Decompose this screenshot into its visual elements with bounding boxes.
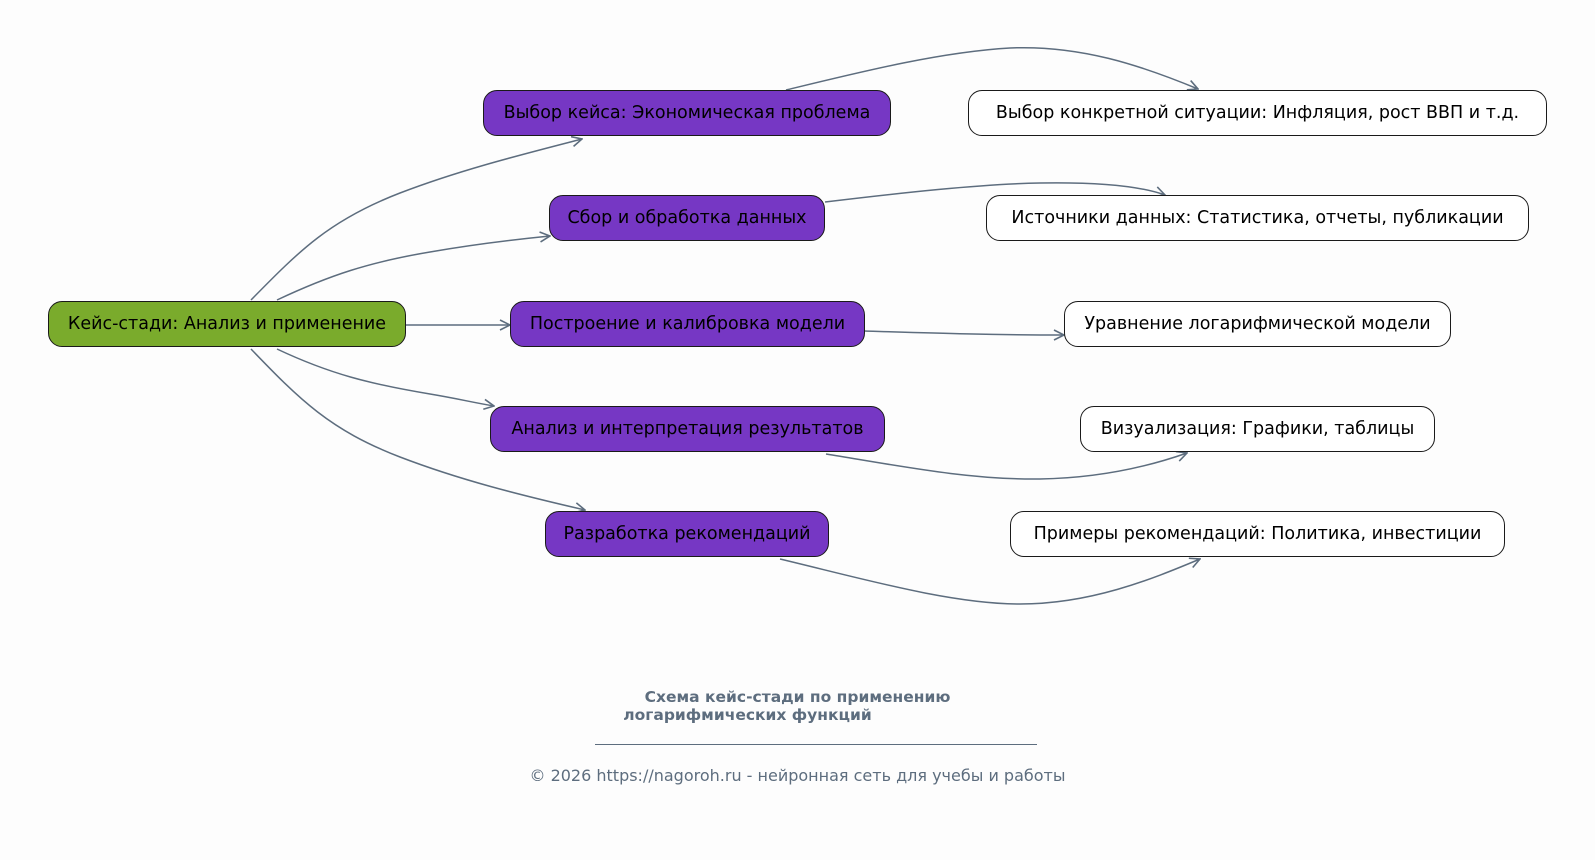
- root-node-label: Кейс-стади: Анализ и применение: [67, 314, 387, 334]
- diagram-title-line2: логарифмических функций: [623, 706, 872, 724]
- edge-root-s5: [250, 348, 585, 510]
- edge-root-s1: [250, 139, 582, 301]
- detail-node-label: Источники данных: Статистика, отчеты, пу…: [1011, 208, 1504, 228]
- step-node-label: Выбор кейса: Экономическая проблема: [503, 103, 871, 123]
- step-node-recommendations: Разработка рекомендаций: [545, 511, 829, 557]
- step-node-label: Сбор и обработка данных: [567, 208, 807, 228]
- edge-s5-d5: [779, 559, 1200, 605]
- edge-s2-d2: [824, 182, 1165, 203]
- detail-node-data-sources: Источники данных: Статистика, отчеты, пу…: [986, 195, 1529, 241]
- diagram-title: Схема кейс-стади по применению логарифми…: [0, 688, 1595, 724]
- detail-node-label: Выбор конкретной ситуации: Инфляция, рос…: [995, 103, 1520, 123]
- footer-copyright: © 2026 https://nagoroh.ru - нейронная се…: [529, 766, 1066, 785]
- edge-s3-d3: [864, 331, 1064, 335]
- step-node-label: Анализ и интерпретация результатов: [511, 419, 864, 439]
- detail-node-recommendation-examples: Примеры рекомендаций: Политика, инвестиц…: [1010, 511, 1505, 557]
- detail-node-label: Примеры рекомендаций: Политика, инвестиц…: [1033, 524, 1482, 544]
- edge-s1-d1: [785, 46, 1198, 91]
- detail-node-visualization: Визуализация: Графики, таблицы: [1080, 406, 1435, 452]
- detail-node-model-equation: Уравнение логарифмической модели: [1064, 301, 1451, 347]
- step-node-label: Построение и калибровка модели: [529, 314, 846, 334]
- caption-divider: [595, 744, 1037, 745]
- step-node-case-selection: Выбор кейса: Экономическая проблема: [483, 90, 891, 136]
- step-node-model-building: Построение и калибровка модели: [510, 301, 865, 347]
- step-node-analysis: Анализ и интерпретация результатов: [490, 406, 885, 452]
- step-node-data-collection: Сбор и обработка данных: [549, 195, 825, 241]
- root-node: Кейс-стади: Анализ и применение: [48, 301, 406, 347]
- detail-node-situation: Выбор конкретной ситуации: Инфляция, рос…: [968, 90, 1547, 136]
- step-node-label: Разработка рекомендаций: [563, 524, 811, 544]
- edge-s4-d4: [825, 453, 1187, 480]
- edge-root-s2: [276, 236, 550, 301]
- detail-node-label: Визуализация: Графики, таблицы: [1100, 419, 1415, 439]
- detail-node-label: Уравнение логарифмической модели: [1084, 314, 1431, 334]
- edge-root-s4: [276, 348, 494, 406]
- diagram-title-line1: Схема кейс-стади по применению: [644, 688, 951, 706]
